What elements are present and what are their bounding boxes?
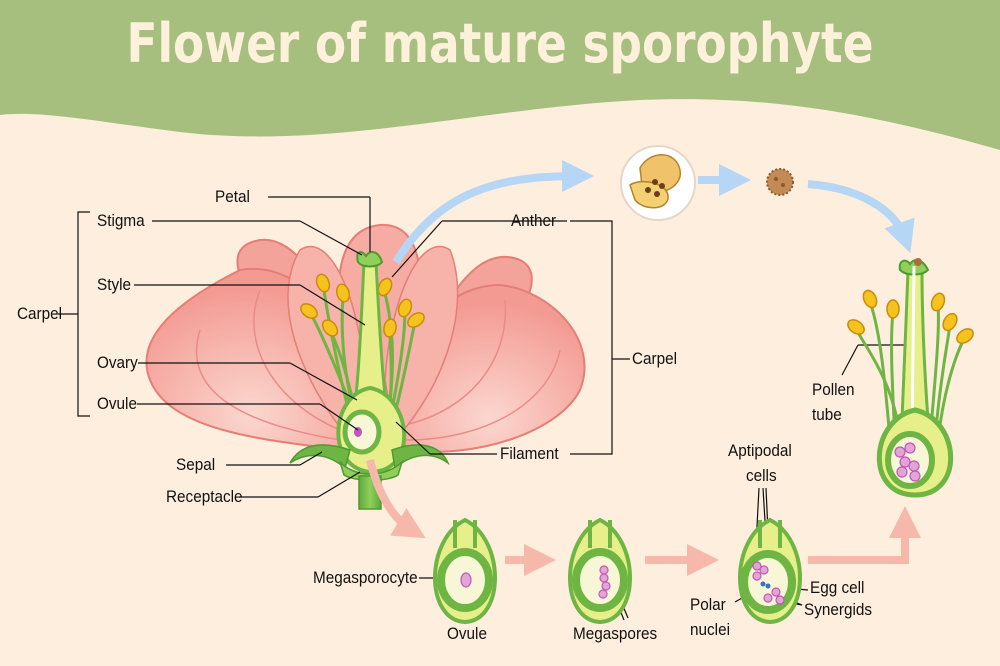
sepal-right: [391, 444, 450, 470]
label-filament: Filament: [500, 444, 559, 463]
label-style: Style: [97, 275, 132, 294]
anthers: [300, 273, 425, 338]
label-carpel-right: Carpel: [632, 349, 678, 368]
label-ovary: Ovary: [97, 353, 138, 372]
arrow-to-pollen-tube: [807, 180, 915, 254]
label-polar-nuclei-line2: nuclei: [690, 620, 730, 639]
page-title: Flower of mature sporophyte: [126, 12, 874, 75]
label-anther: Anther: [511, 211, 557, 230]
ovule-stage-1: [433, 517, 497, 625]
pollen-grain: [766, 168, 794, 196]
label-aptipodal-cells-line2: cells: [746, 466, 777, 485]
title-banner: [0, 0, 1000, 150]
arrow-anther-to-pollen: [392, 160, 594, 265]
arrow-embryo-to-fertilized: [808, 506, 921, 564]
ovule-stage-3: [738, 517, 802, 625]
process-arrows: [366, 160, 921, 576]
sepal-left: [289, 444, 351, 470]
label-ovule-bottom: Ovule: [447, 624, 487, 643]
label-megaspores: Megaspores: [573, 624, 658, 643]
label-ovule: Ovule: [97, 394, 137, 413]
label-stigma: Stigma: [97, 211, 145, 230]
stigma: [356, 251, 384, 268]
label-carpel-left: Carpel: [17, 304, 63, 323]
label-egg-cell: Egg cell: [810, 578, 865, 597]
arrow-ovule-out: [366, 459, 426, 539]
ovule-stage-2: [568, 517, 632, 625]
pistil-with-pollen-tube: [847, 258, 974, 498]
label-polar-nuclei-line1: Polar: [690, 595, 726, 614]
label-megasporocyte: Megasporocyte: [313, 568, 418, 587]
label-receptacle: Receptacle: [166, 487, 243, 506]
label-synergids: Synergids: [804, 600, 873, 619]
label-pollen-tube-line2: tube: [812, 405, 842, 424]
label-sepal: Sepal: [176, 455, 216, 474]
receptacle: [339, 459, 404, 481]
label-aptipodal-cells-line1: Aptipodal: [728, 441, 792, 460]
label-pollen-tube-line1: Pollen: [812, 380, 855, 399]
pollen-grains-circle: [620, 145, 696, 221]
label-petal: Petal: [215, 187, 250, 206]
